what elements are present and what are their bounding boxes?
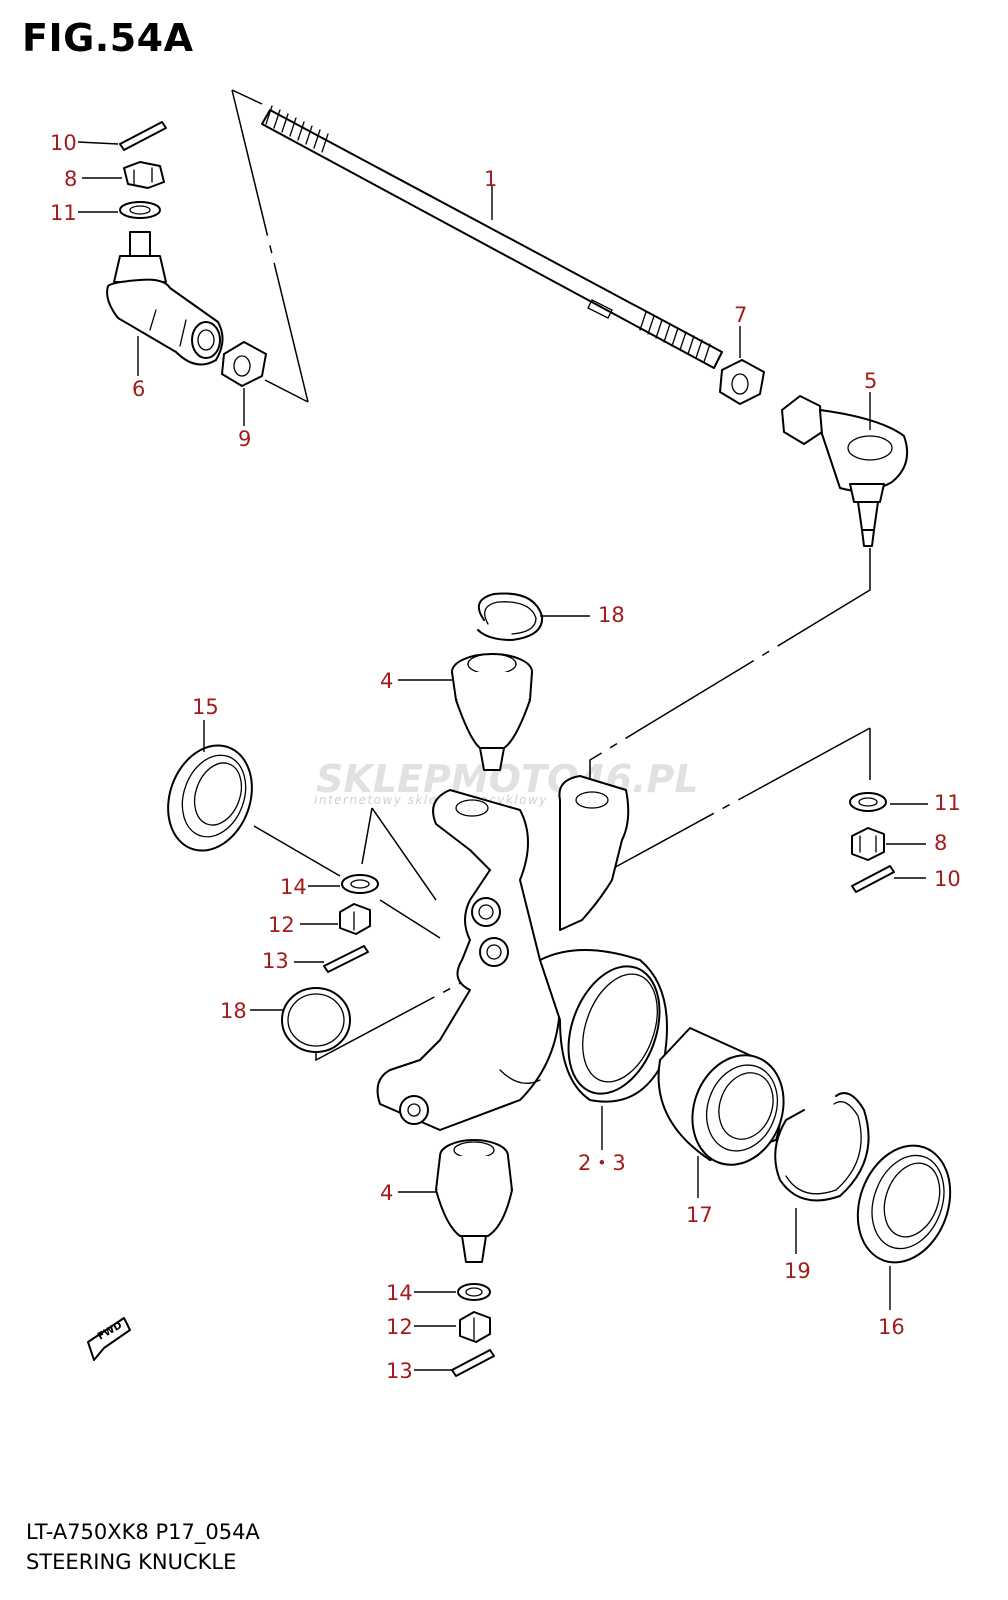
label-part-8-left: 8 [64,167,77,191]
nut-12-bottom [459,1311,491,1343]
figure-title: FIG.54A [22,16,194,60]
snap-ring-left [281,987,351,1053]
fwd-arrow-icon: FWD [87,1317,131,1361]
label-part-15: 15 [192,695,219,719]
label-part-18-left: 18 [220,999,247,1023]
model-code: LT-A750XK8 P17_054A [26,1520,260,1544]
label-part-11-left: 11 [50,201,77,225]
washer-14-mid [341,874,379,894]
oil-seal-16 [856,1144,952,1264]
label-part-7: 7 [734,303,747,327]
ball-joint-top [451,653,533,771]
bearing-17 [657,1027,785,1166]
label-part-12-bottom: 12 [386,1315,413,1339]
steering-knuckle [376,775,668,1131]
washer-11-right [849,792,887,812]
label-part-13-bottom: 13 [386,1359,413,1383]
label-part-13-mid: 13 [262,949,289,973]
label-part-18-top: 18 [598,603,625,627]
washer-14-bottom [457,1283,491,1301]
castle-nut-left [123,161,165,189]
leader-lines [77,141,928,1371]
label-part-5: 5 [864,369,877,393]
tie-rod [261,105,723,369]
label-part-17: 17 [686,1203,713,1227]
castle-nut-8-right [851,827,885,861]
label-part-14-bottom: 14 [386,1281,413,1305]
nut-12-mid [339,903,371,935]
assembly-name: STEERING KNUCKLE [26,1550,237,1574]
label-part-10-left: 10 [50,131,77,155]
lock-nut-7 [719,359,765,405]
label-part-11-right: 11 [934,791,961,815]
tie-rod-end-right [781,395,908,547]
cotter-pin-left [119,121,167,151]
ball-joint-bottom [435,1139,513,1263]
cotter-13-bottom [451,1349,495,1377]
label-part-10-right: 10 [934,867,961,891]
label-part-19: 19 [784,1259,811,1283]
lock-nut-9 [221,341,267,387]
snap-ring-top [477,592,544,641]
label-part-8-right: 8 [934,831,947,855]
label-part-2-3: 2・3 [578,1151,626,1175]
label-part-12-mid: 12 [268,913,295,937]
tie-rod-end-left [106,231,224,366]
oil-seal-15 [167,744,253,852]
cotter-13-mid [323,945,369,973]
watermark-main: SKLEPMOTO46.PL [316,757,699,801]
watermark-sub: internetowy sklep motocyklowy [314,793,548,807]
cotter-10-right [851,865,895,893]
label-part-1: 1 [484,167,497,191]
assembly-dashed-lines [231,89,871,1062]
label-part-14-mid: 14 [280,875,307,899]
label-part-9: 9 [238,427,251,451]
label-part-6: 6 [132,377,145,401]
snap-ring-19 [774,1092,870,1202]
washer-left [119,201,161,219]
watermark: SKLEPMOTO46.PL internetowy sklep motocyk… [314,757,699,807]
part-labels: 1 10 8 11 6 9 7 5 18 4 15 11 8 10 14 12 … [50,131,961,1383]
label-part-4-bottom: 4 [380,1181,393,1205]
label-part-4-top: 4 [380,669,393,693]
label-part-16: 16 [878,1315,905,1339]
